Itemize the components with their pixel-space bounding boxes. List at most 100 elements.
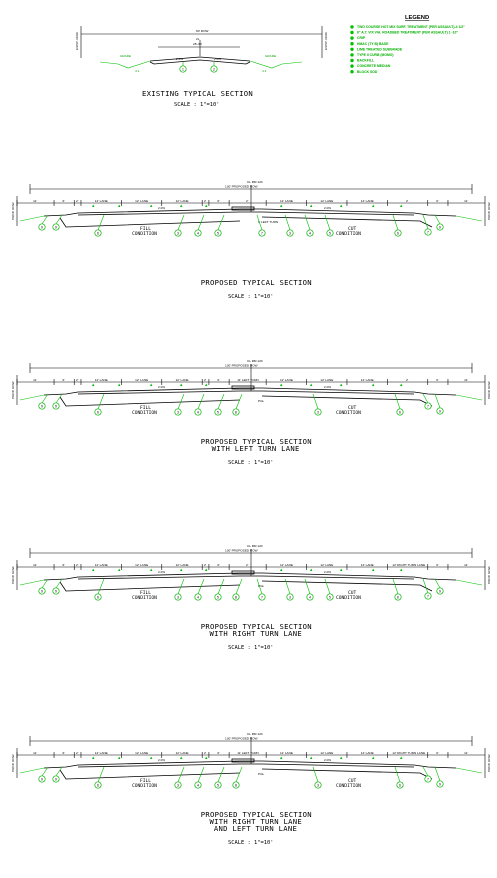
- segment-label: 2': [76, 378, 79, 382]
- segment-label: 2': [204, 751, 207, 755]
- segment-label: 12' LANE: [320, 378, 333, 382]
- callout-left-8: [232, 408, 240, 416]
- segment-label: 12' LANE: [361, 751, 374, 755]
- lane-arrow-icon: [205, 756, 208, 759]
- callout-right-4: [306, 593, 314, 601]
- cut-condition-line1: CUT: [348, 226, 357, 232]
- median-label: PGL: [258, 399, 264, 403]
- legend-item-3: CRIP: [357, 36, 366, 40]
- fill-condition-line1: FILL: [140, 778, 151, 784]
- section-title-line-2: WITH RIGHT TURN LANE: [210, 629, 303, 638]
- lane-arrow-icon: [118, 383, 121, 386]
- section-title-line-1: PROPOSED TYPICAL SECTION: [201, 437, 312, 446]
- callout-left-3: [174, 781, 182, 789]
- right-row-text: PROP. ROW: [487, 381, 491, 399]
- callout-right-3: [286, 229, 294, 237]
- section-title-line-3: AND LEFT TURN LANE: [214, 824, 297, 833]
- callout-right-5: [326, 229, 334, 237]
- median-label: PGL: [258, 772, 264, 776]
- legend-item-9: BLOCK SOD: [357, 70, 378, 74]
- segment-label: 12' RIGHT TURN LANE: [392, 563, 425, 567]
- svg-text:9: 9: [439, 409, 441, 413]
- section-title-line-2: WITH RIGHT TURN LANE: [210, 817, 303, 826]
- callout-right-4: [306, 229, 314, 237]
- cut-condition-line2: CONDITION: [336, 595, 361, 601]
- median-curb: [231, 758, 255, 763]
- callout-left-6: [94, 229, 102, 237]
- segment-label: 12' LANE: [280, 199, 293, 203]
- callout-left-9: [52, 587, 60, 595]
- callout-left-4: [194, 593, 202, 601]
- fill-condition-line2: CONDITION: [132, 410, 157, 416]
- lane-arrow-icon: [180, 568, 183, 571]
- lane-arrow-icon: [400, 383, 403, 386]
- section-scale: SCALE : 1"=10': [228, 645, 273, 651]
- svg-text:3: 3: [177, 595, 179, 599]
- segment-label: 12' LANE: [95, 563, 108, 567]
- existing-left-slope-text: GRADE: [120, 54, 131, 58]
- segment-label: 12' LANE: [320, 563, 333, 567]
- right-row-text: PROP. ROW: [487, 202, 491, 220]
- lane-arrow-icon: [150, 568, 153, 571]
- segment-label: 11' LEFT TURN: [237, 378, 259, 382]
- callout-left-5: [214, 781, 222, 789]
- legend-bullet-5: [350, 47, 354, 51]
- cut-condition-line2: CONDITION: [336, 231, 361, 237]
- right-sod-slope: [455, 215, 483, 222]
- callout-right-6: [396, 408, 404, 416]
- segment-label: 2': [76, 563, 79, 567]
- svg-text:9: 9: [41, 777, 43, 781]
- pct-right: 2.0%: [324, 758, 331, 762]
- lane-arrow-icon: [205, 568, 208, 571]
- pct-right: 2.0%: [324, 385, 331, 389]
- legend-title: LEGEND: [405, 15, 429, 21]
- svg-text:5: 5: [217, 783, 219, 787]
- pavement-top: [43, 208, 457, 217]
- median-curb: [231, 570, 255, 575]
- existing-right-row-text: EXIST. ROW: [324, 32, 328, 50]
- svg-text:6: 6: [397, 595, 399, 599]
- lane-arrow-icon: [372, 204, 375, 207]
- svg-text:4: 4: [197, 595, 199, 599]
- svg-text:6: 6: [399, 783, 401, 787]
- pavement-base: [77, 575, 415, 580]
- median-label: PGL: [258, 584, 264, 588]
- svg-text:3: 3: [177, 783, 179, 787]
- pavement-base: [77, 763, 415, 768]
- svg-text:3: 3: [317, 783, 319, 787]
- segment-label: 12' LANE: [361, 563, 374, 567]
- section-title-line-1: PROPOSED TYPICAL SECTION: [201, 622, 312, 631]
- existing-left-slope-tag: 4:1: [135, 69, 140, 73]
- fill-condition-line1: FILL: [140, 405, 151, 411]
- legend-item-7: BACKFILL: [357, 59, 374, 63]
- subgrade-line: [59, 395, 433, 407]
- svg-text:4: 4: [309, 595, 311, 599]
- svg-text:5: 5: [329, 595, 331, 599]
- svg-text:3: 3: [289, 595, 291, 599]
- callout-left-9: [52, 775, 60, 783]
- svg-text:5: 5: [217, 231, 219, 235]
- callout-left-6: [94, 408, 102, 416]
- callout-left-9: [38, 775, 46, 783]
- existing-callout-2: [210, 65, 218, 73]
- lane-arrow-icon: [372, 383, 375, 386]
- right-sod-slope: [455, 579, 483, 586]
- callout-right-7: [424, 592, 432, 600]
- lane-arrow-icon: [180, 204, 183, 207]
- svg-text:7: 7: [261, 595, 263, 599]
- existing-scale: SCALE : 1"=10': [174, 102, 219, 108]
- section-title-line-1: PROPOSED TYPICAL SECTION: [201, 278, 312, 287]
- callout-right-7: [424, 228, 432, 236]
- segment-label: 11': [464, 199, 468, 203]
- svg-text:4: 4: [197, 410, 199, 414]
- existing-left-ditch: [99, 60, 151, 69]
- lane-arrow-icon: [205, 204, 208, 207]
- pct-left: 2.0%: [158, 206, 165, 210]
- pct-right: 2.0%: [324, 206, 331, 210]
- callout-left-4: [194, 229, 202, 237]
- segment-label: 2': [406, 378, 409, 382]
- lane-arrow-icon: [92, 568, 95, 571]
- svg-text:6: 6: [97, 595, 99, 599]
